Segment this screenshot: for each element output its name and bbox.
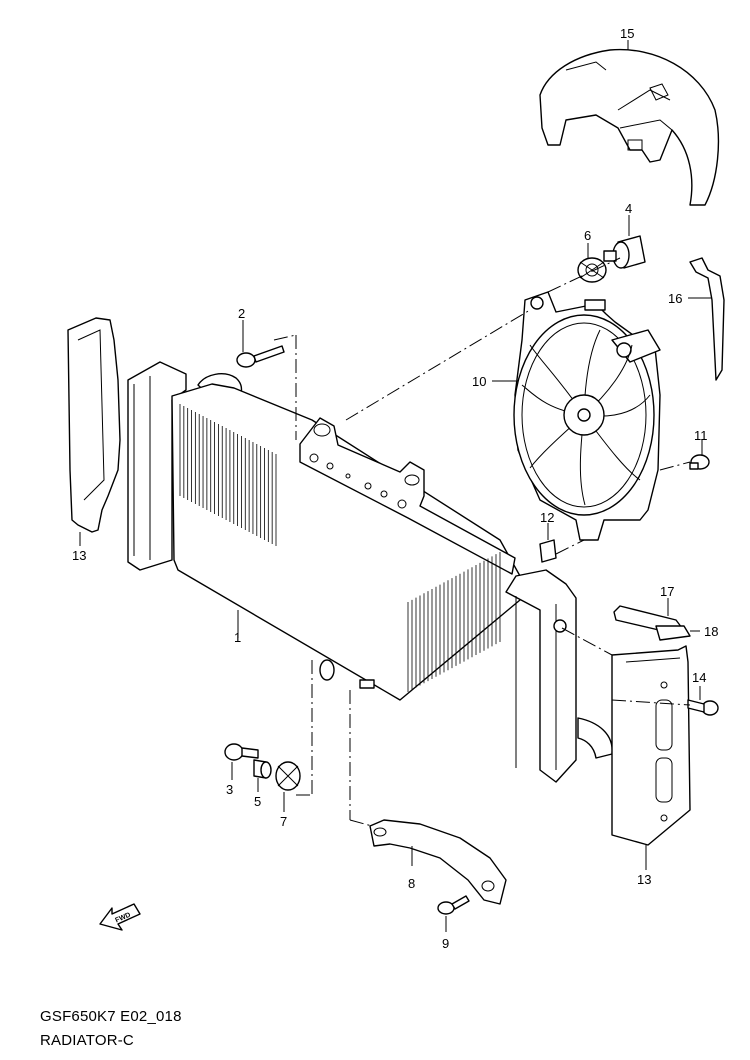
part-11-bolt (689, 440, 710, 470)
callout-12: 12 (540, 510, 554, 525)
callout-4: 4 (625, 201, 632, 216)
callout-1: 1 (234, 630, 241, 645)
part-14-screw (687, 686, 719, 716)
callout-2: 2 (238, 306, 245, 321)
callout-6: 6 (584, 228, 591, 243)
diagram-code: GSF650K7 E02_018 (40, 1008, 182, 1025)
callout-10: 10 (472, 374, 486, 389)
callout-13-right: 13 (637, 872, 651, 887)
part-7-grommet (275, 761, 301, 812)
callout-8: 8 (408, 876, 415, 891)
callout-13-left: 13 (72, 548, 86, 563)
callout-14: 14 (692, 670, 706, 685)
callout-16: 16 (668, 291, 682, 306)
callout-labels: 1 2 3 4 5 6 7 8 9 10 11 12 13 13 14 15 1… (72, 26, 718, 951)
part-15-shroud-cover (539, 40, 720, 206)
callout-9: 9 (442, 936, 449, 951)
part-12-nut (539, 523, 557, 563)
part-16-clamp (688, 257, 725, 381)
callout-7: 7 (280, 814, 287, 829)
part-13-right-cover (611, 645, 691, 870)
part-6-grommet (577, 243, 607, 283)
callout-18: 18 (704, 624, 718, 639)
part-5-collar (253, 759, 272, 792)
part-3-bolt (224, 743, 259, 780)
part-13-left-cover (67, 317, 121, 546)
part-18-pad (655, 625, 700, 641)
part-2-bolt (236, 320, 285, 368)
assembly-lines (273, 257, 691, 827)
callout-3: 3 (226, 782, 233, 797)
part-8-bracket (369, 819, 507, 905)
diagram-title: RADIATOR-C (40, 1032, 134, 1049)
callout-11: 11 (694, 428, 708, 443)
part-1-radiator (127, 361, 613, 783)
part-9-bolt (437, 895, 470, 932)
callout-15: 15 (620, 26, 634, 41)
callout-17: 17 (660, 584, 674, 599)
part-4-mount (603, 215, 646, 269)
forward-arrow-icon: FWD (99, 903, 141, 931)
part-10-cooling-fan (492, 291, 661, 541)
callout-5: 5 (254, 794, 261, 809)
